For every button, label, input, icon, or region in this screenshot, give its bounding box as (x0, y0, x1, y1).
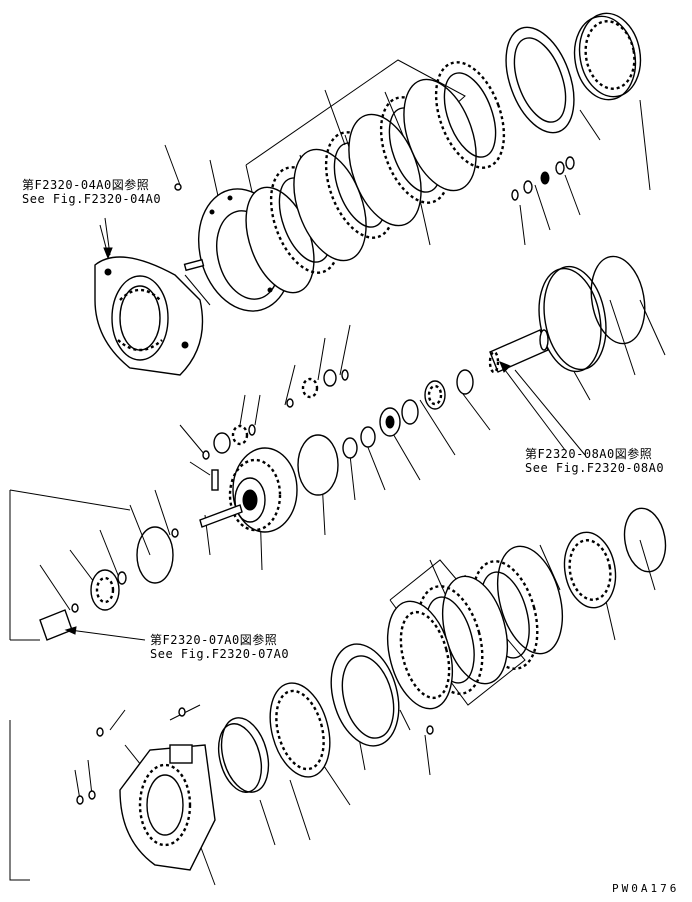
reference-note-f2320-04a0: 第F2320-04A0図参照 See Fig.F2320-04A0 (22, 178, 161, 206)
mid-small-parts (39, 369, 349, 641)
lower-ring-gear (563, 507, 667, 609)
reference-note-jp: 第F2320-04A0図参照 (22, 178, 150, 192)
reference-arrows (64, 224, 566, 641)
reference-note-f2320-07a0: 第F2320-07A0図参照 See Fig.F2320-07A0 (150, 633, 289, 661)
reference-note-en: See Fig.F2320-07A0 (150, 647, 290, 661)
reference-note-jp: 第F2320-07A0図参照 (150, 633, 278, 647)
lower-housing (76, 707, 434, 871)
drawing-code: PW0A176 (612, 882, 680, 895)
lower-clutch-stack (387, 545, 563, 710)
mid-bearings (297, 369, 474, 496)
upper-clutch-stack (245, 26, 575, 294)
lower-end-plate (330, 643, 400, 747)
upper-housing (94, 256, 204, 376)
reference-note-jp: 第F2320-08A0図参照 (525, 447, 653, 461)
mid-seal-rings (538, 255, 646, 373)
mid-shaft (488, 329, 549, 374)
planet-carrier (228, 447, 298, 533)
reference-note-en: See Fig.F2320-04A0 (22, 192, 162, 206)
upper-small-parts (174, 156, 575, 201)
upper-ring-gear (573, 12, 642, 101)
lower-piston (217, 682, 331, 793)
reference-note-f2320-08a0: 第F2320-08A0図参照 See Fig.F2320-08A0 (525, 447, 664, 475)
reference-note-en: See Fig.F2320-08A0 (525, 461, 665, 475)
